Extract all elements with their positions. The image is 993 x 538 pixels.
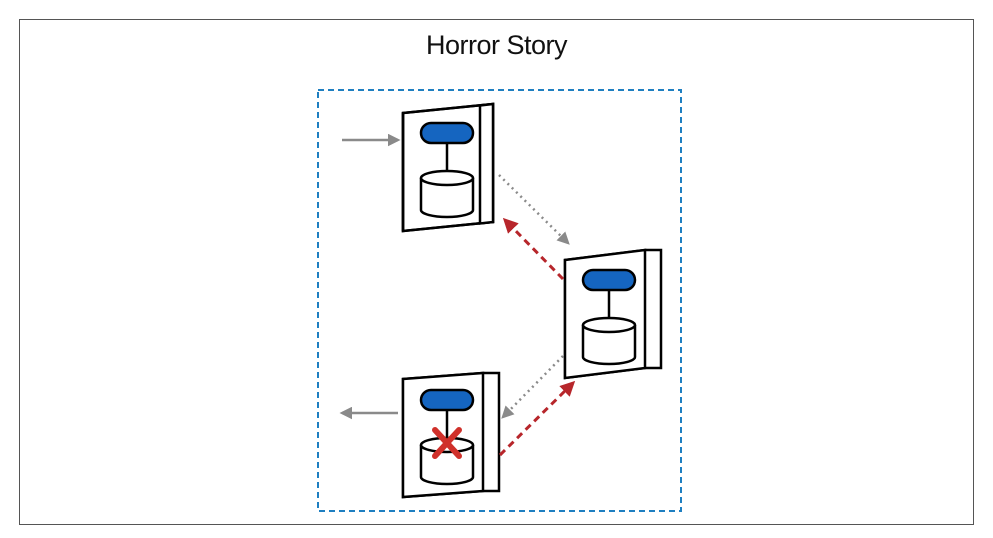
system-boundary — [317, 89, 682, 512]
component-icon — [419, 388, 475, 412]
database-cylinder-icon — [419, 169, 475, 219]
replication-arrow-middle-to-bottom — [501, 355, 564, 419]
error-arrow-bottom-to-middle — [498, 380, 576, 457]
server-bottom-failed — [401, 371, 501, 499]
error-arrow-middle-to-top — [502, 217, 565, 281]
component-icon — [419, 121, 475, 145]
component-icon — [581, 268, 637, 292]
database-cylinder-icon — [581, 316, 637, 366]
red-x-icon — [432, 427, 462, 459]
server-top — [401, 102, 495, 233]
diagram-title: Horror Story — [425, 30, 568, 60]
replication-arrow-top-to-middle — [498, 174, 570, 245]
server-middle — [563, 248, 663, 380]
